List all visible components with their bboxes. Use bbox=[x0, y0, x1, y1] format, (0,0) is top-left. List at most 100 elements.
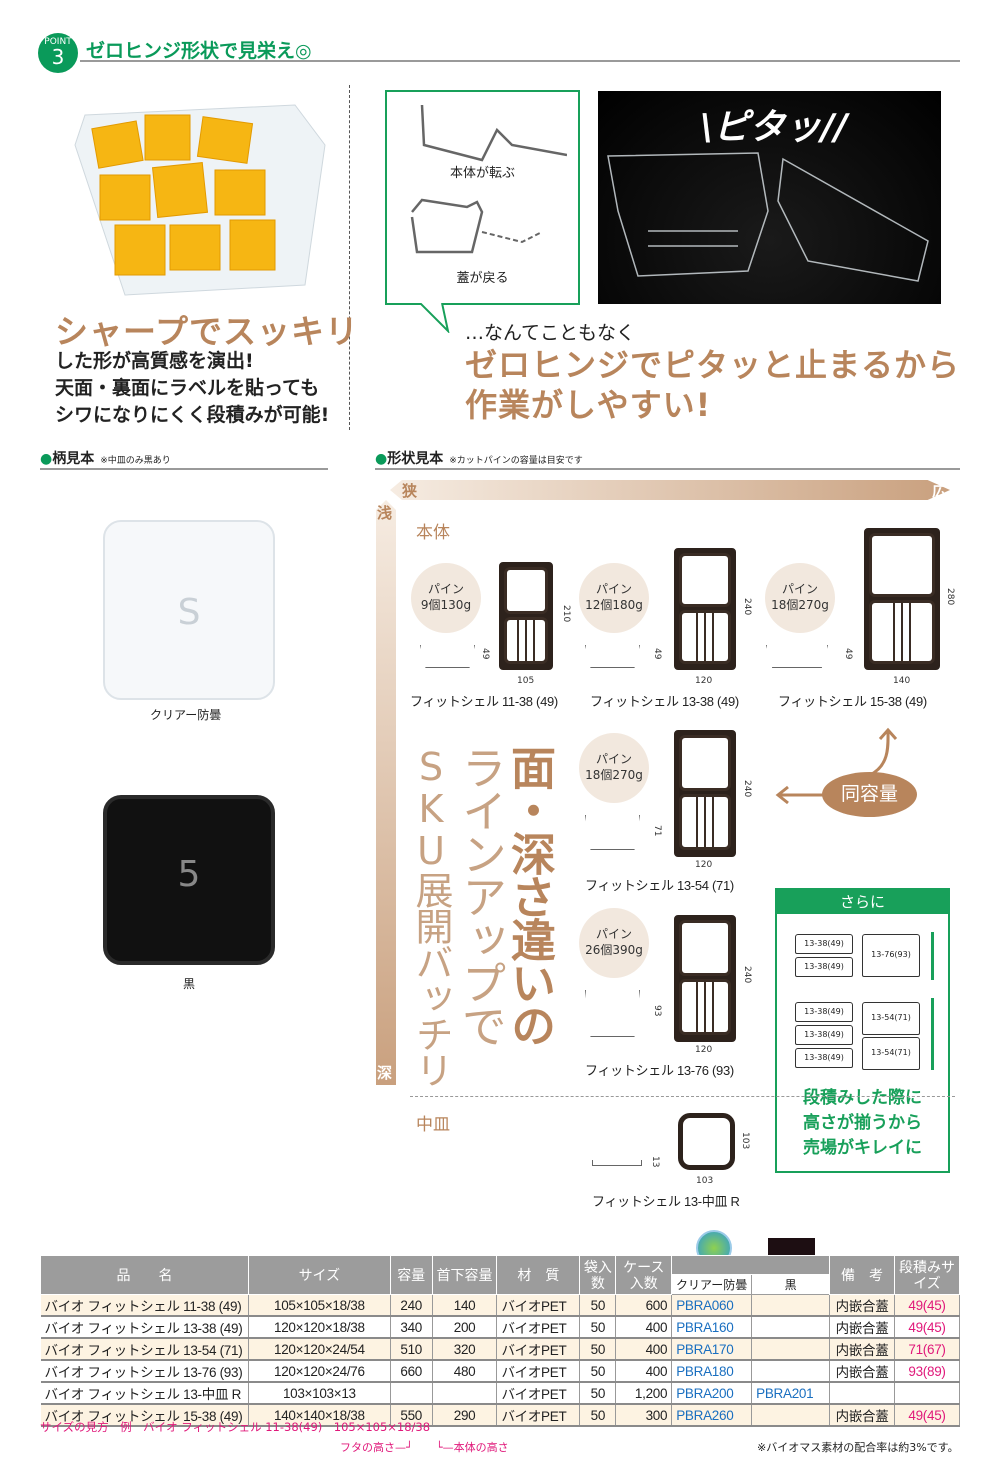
top-view-diagram bbox=[674, 730, 736, 857]
fruit-container-photo bbox=[55, 85, 330, 300]
height-dimension: 103 bbox=[740, 1132, 750, 1150]
side-profile bbox=[585, 990, 640, 1037]
cell-name: バイオ フィットシェル 15-38 (49) bbox=[40, 1404, 249, 1427]
cell-case: 400 bbox=[615, 1338, 673, 1361]
cell-black: PBRA201 bbox=[751, 1382, 831, 1405]
cell-neck: 480 bbox=[432, 1360, 498, 1383]
same-capacity-badge: 同容量 bbox=[822, 772, 917, 817]
cell-material: バイオPET bbox=[496, 1360, 581, 1383]
product-name: フィットシェル 13-中皿 R bbox=[592, 1194, 740, 1209]
slogan-line-2: ラインアップで bbox=[454, 745, 507, 1046]
slogan-line-1: 面・深さ違いの bbox=[503, 745, 556, 1046]
cell-material: バイオPET bbox=[496, 1382, 581, 1405]
cell-stack: 71(67) bbox=[894, 1338, 960, 1361]
cell-clear: PBRA180 bbox=[671, 1360, 753, 1383]
product-name: フィットシェル 11-38 (49) bbox=[410, 694, 558, 709]
pine-label: パイン bbox=[781, 582, 818, 596]
shallow-label: 浅 bbox=[377, 504, 393, 522]
cell-remarks: 内嵌合蓋 bbox=[829, 1360, 896, 1383]
cell-black bbox=[751, 1294, 831, 1317]
sample-label: 黒 bbox=[183, 977, 196, 991]
sharp-description: した形が高質感を演出! 天面・裏面にラベルを貼っても シワになりにくく段積みが可… bbox=[55, 348, 329, 429]
height-dimension: 210 bbox=[561, 605, 571, 623]
depth-dimension: 71 bbox=[652, 825, 662, 837]
cell-stack: 49(45) bbox=[894, 1404, 960, 1427]
cell-remarks: 内嵌合蓋 bbox=[829, 1316, 896, 1339]
pine-capacity-badge: パイン 9個130g bbox=[411, 563, 481, 633]
section-divider bbox=[40, 468, 328, 470]
container-photo bbox=[598, 91, 941, 304]
height-dimension: 240 bbox=[742, 966, 752, 984]
bubble-tail bbox=[420, 303, 450, 333]
side-profile bbox=[766, 645, 828, 668]
header-bag: 袋入数 bbox=[579, 1255, 617, 1295]
stack-item: 13-38(49) bbox=[795, 934, 853, 954]
pitatto-caption: \ピタッ// bbox=[700, 107, 848, 148]
body-height-note: └—本体の高さ bbox=[436, 1441, 509, 1454]
cell-material: バイオPET bbox=[496, 1338, 581, 1361]
body-height-label: 本体の高さ bbox=[453, 1441, 509, 1454]
cell-black bbox=[751, 1316, 831, 1339]
cell-stack bbox=[894, 1382, 960, 1405]
cell-remarks: 内嵌合蓋 bbox=[829, 1294, 896, 1317]
clear-lid-sample: S bbox=[103, 520, 275, 700]
cell-name: バイオ フィットシェル 11-38 (49) bbox=[40, 1294, 249, 1317]
depth-dimension: 49 bbox=[843, 648, 853, 660]
width-dimension: 103 bbox=[696, 1176, 714, 1186]
header-black: 黒 bbox=[751, 1274, 831, 1295]
description-line: した形が高質感を演出! bbox=[55, 350, 254, 372]
lead-text: …なんてこともなく bbox=[465, 322, 636, 344]
cell-size: 120×120×18/38 bbox=[248, 1316, 391, 1339]
narrow-label: 狭 bbox=[402, 482, 418, 500]
cell-clear: PBRA060 bbox=[671, 1294, 753, 1317]
tray-label: 中皿 bbox=[416, 1115, 450, 1135]
product-name: フィットシェル 15-38 (49) bbox=[778, 694, 927, 709]
depth-dimension: 93 bbox=[652, 1005, 662, 1017]
pine-label: パイン bbox=[595, 752, 632, 766]
cell-bag: 50 bbox=[579, 1382, 617, 1405]
height-dimension: 280 bbox=[945, 588, 955, 606]
cell-remarks bbox=[829, 1382, 896, 1405]
tray-divider bbox=[410, 1096, 955, 1097]
height-dimension: 240 bbox=[742, 780, 752, 798]
stack-item: 13-38(49) bbox=[795, 1002, 853, 1022]
cell-bag: 50 bbox=[579, 1404, 617, 1427]
pine-amount: 9個130g bbox=[420, 598, 472, 612]
cell-neck: 140 bbox=[432, 1294, 498, 1317]
cell-clear: PBRA160 bbox=[671, 1316, 753, 1339]
pine-label: パイン bbox=[427, 582, 464, 596]
height-dimension: 240 bbox=[742, 598, 752, 616]
header-remarks: 備 考 bbox=[829, 1255, 896, 1295]
pine-amount: 18個270g bbox=[771, 598, 829, 612]
cell-clear: PBRA170 bbox=[671, 1338, 753, 1361]
cell-size: 105×105×18/38 bbox=[248, 1294, 391, 1317]
tipping-body-icon bbox=[420, 104, 567, 162]
description-line: 天面・裏面にラベルを貼っても bbox=[55, 377, 320, 399]
pine-label: パイン bbox=[595, 582, 632, 596]
cell-bag: 50 bbox=[579, 1338, 617, 1361]
tray-top-view bbox=[678, 1113, 735, 1170]
tray-side-profile bbox=[592, 1160, 642, 1166]
cell-capacity: 240 bbox=[390, 1294, 433, 1317]
message-line: 売場がキレイに bbox=[803, 1138, 922, 1158]
headline-line: ゼロヒンジでピタッと止まるから bbox=[465, 346, 961, 384]
cell-name: バイオ フィットシェル 13-54 (71) bbox=[40, 1338, 249, 1361]
cell-capacity: 550 bbox=[390, 1404, 433, 1427]
lid-height-label: フタの高さ bbox=[340, 1441, 395, 1454]
black-lid-sample: 5 bbox=[103, 795, 275, 965]
slogan-line-3: SKU展開バッチリ bbox=[409, 745, 453, 1087]
point-number: 3 bbox=[51, 45, 65, 69]
section-title: 形状見本 bbox=[387, 451, 444, 467]
width-dimension: 140 bbox=[893, 676, 911, 686]
product-name: フィットシェル 13-54 (71) bbox=[585, 878, 734, 893]
top-view-diagram bbox=[674, 915, 736, 1042]
cell-neck bbox=[432, 1382, 498, 1405]
size-note: サイズの見方 例 バイオ フィットシェル 11-38(49) 105×105×1… bbox=[40, 1420, 431, 1434]
cell-material: バイオPET bbox=[496, 1404, 581, 1427]
cell-neck: 290 bbox=[432, 1404, 498, 1427]
cell-case: 300 bbox=[615, 1404, 673, 1427]
side-profile bbox=[420, 645, 475, 668]
